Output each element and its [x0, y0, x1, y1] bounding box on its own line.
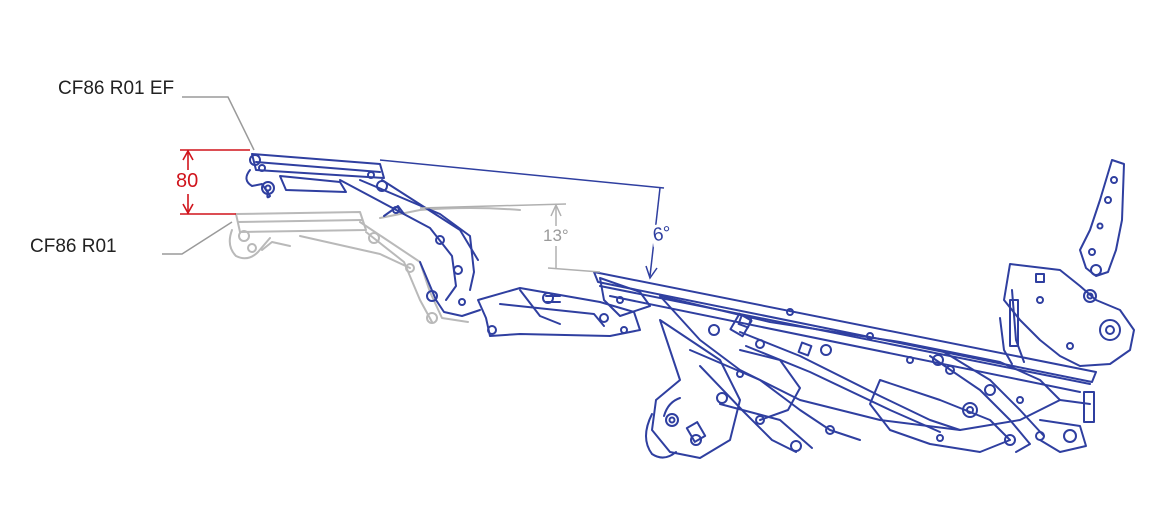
leader-lines	[162, 96, 255, 255]
angle-13-dimension	[419, 203, 601, 273]
angle-13-value: 13°	[542, 226, 570, 246]
label-cf86-r01: CF86 R01	[30, 236, 117, 257]
mechanism-cf86-r01-gray	[228, 207, 521, 324]
leader-upper	[182, 96, 255, 151]
height-value: 80	[176, 170, 199, 192]
backrest-bracket	[1079, 159, 1125, 277]
angle-6-dimension	[379, 159, 665, 280]
seat-rail	[593, 271, 1097, 383]
mechanism-cf86-r01-ef-blue	[245, 153, 1135, 459]
height-dimension	[180, 149, 250, 215]
leader-lower	[162, 221, 233, 255]
angle-6-value: 6°	[650, 222, 674, 248]
label-cf86-r01-ef: CF86 R01 EF	[58, 78, 175, 99]
